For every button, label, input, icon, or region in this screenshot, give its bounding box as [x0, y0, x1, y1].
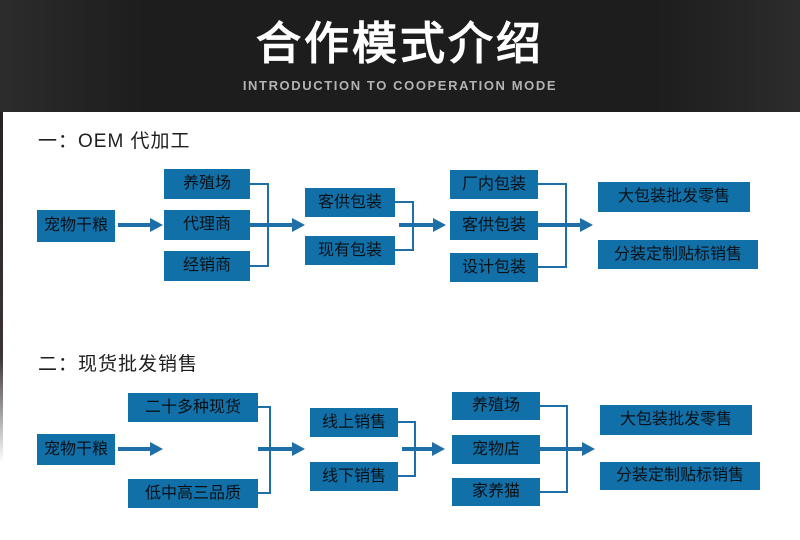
arrow-shaft — [402, 447, 432, 451]
section-heading-spot-wholesale: 二：现货批发销售 — [38, 354, 199, 375]
arrow-shaft — [118, 223, 150, 227]
node-distributor: 经销商 — [164, 251, 250, 281]
node-20-plus-stock-items: 二十多种现货 — [128, 393, 258, 422]
connector-line — [250, 265, 269, 267]
arrow-right-icon — [150, 218, 163, 232]
connector-line — [398, 475, 416, 477]
page-subtitle: INTRODUCTION TO COOPERATION MODE — [242, 78, 558, 94]
arrow-right-icon — [580, 218, 593, 232]
arrow-shaft — [399, 223, 433, 227]
scan-edge-artifact — [0, 112, 3, 462]
node-three-quality-grades: 低中高三品质 — [128, 479, 258, 508]
node-house-cat: 家养猫 — [452, 478, 540, 506]
arrow-right-icon — [432, 442, 445, 456]
node-farm-customer: 养殖场 — [452, 392, 540, 420]
connector-line — [258, 492, 271, 494]
arrow-shaft — [538, 223, 580, 227]
arrow-shaft — [250, 223, 292, 227]
node-pet-store: 宠物店 — [452, 435, 540, 464]
arrow-shaft — [258, 447, 292, 451]
node-existing-packaging: 现有包装 — [305, 236, 395, 265]
node-repack-custom-label-sales: 分装定制贴标销售 — [598, 240, 758, 269]
node-pet-dry-food-2: 宠物干粮 — [37, 434, 115, 465]
arrow-shaft — [118, 447, 150, 451]
node-agent: 代理商 — [164, 210, 250, 240]
connector-line — [540, 491, 568, 493]
page-title: 合作模式介绍 — [255, 17, 544, 69]
arrow-right-icon — [292, 218, 305, 232]
arrow-shaft — [540, 447, 582, 451]
connector-line — [395, 201, 414, 203]
connector-line — [538, 183, 567, 185]
arrow-right-icon — [433, 218, 446, 232]
connector-line — [540, 405, 568, 407]
section-heading-oem: 一：OEM 代加工 — [38, 131, 191, 152]
connector-line — [538, 266, 567, 268]
node-bulk-wholesale-retail-2: 大包装批发零售 — [600, 405, 752, 435]
node-factory-packaging: 厂内包装 — [450, 170, 538, 199]
node-offline-sales: 线下销售 — [310, 462, 398, 491]
node-designed-packaging: 设计包装 — [450, 253, 538, 282]
node-bulk-wholesale-retail: 大包装批发零售 — [598, 182, 750, 212]
connector-line — [395, 249, 414, 251]
connector-line — [250, 183, 269, 185]
arrow-right-icon — [582, 442, 595, 456]
arrow-right-icon — [292, 442, 305, 456]
node-customer-packaging: 客供包装 — [450, 211, 538, 240]
connector-line — [258, 406, 271, 408]
node-repack-custom-label-sales-2: 分装定制贴标销售 — [600, 462, 760, 490]
node-online-sales: 线上销售 — [310, 408, 398, 437]
node-farm: 养殖场 — [164, 169, 250, 199]
node-customer-supplied-packaging: 客供包装 — [305, 188, 395, 217]
header-banner: 合作模式介绍 INTRODUCTION TO COOPERATION MODE — [0, 0, 800, 112]
node-pet-dry-food: 宠物干粮 — [37, 210, 115, 242]
connector-line — [398, 421, 416, 423]
arrow-right-icon — [150, 442, 163, 456]
